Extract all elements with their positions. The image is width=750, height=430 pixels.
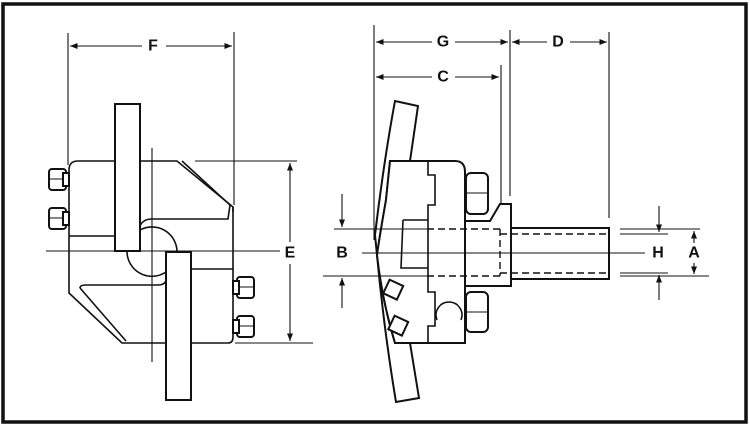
drawing-frame: [1, 2, 748, 424]
left-view: F: [46, 32, 313, 401]
pivot-arc-lower: [126, 250, 167, 278]
dimension-label-b: B: [336, 245, 348, 262]
nut-icon: [465, 172, 489, 215]
lower-jaw-inner: [79, 279, 167, 342]
clamp-jaw: [400, 219, 428, 269]
bolt-head-icon: [232, 276, 255, 299]
nut-icon: [465, 291, 489, 333]
upper-plate: [114, 103, 141, 252]
lower-plate: [165, 251, 192, 401]
dimension-label-f: F: [148, 38, 158, 55]
dimension-label-e: E: [285, 245, 296, 262]
dimension-label-d: D: [552, 34, 564, 51]
upper-jaw-inner: [139, 160, 231, 227]
flange: [464, 203, 512, 287]
bolt-head-icon: [232, 315, 255, 338]
lower-body-outline: [68, 207, 234, 344]
bolt-head-icon: [48, 168, 70, 191]
right-view: G D C: [323, 25, 709, 404]
gripper-square-lower: [386, 314, 410, 337]
dimension-label-g: G: [437, 34, 449, 51]
pivot-arc-upper: [139, 226, 178, 252]
gripper-square-upper: [381, 278, 405, 301]
upper-body-left: [68, 160, 115, 236]
dimension-label-a: A: [688, 245, 700, 262]
dimension-label-c: C: [437, 69, 449, 86]
pin-circle: [435, 301, 463, 321]
clamp-body: [375, 160, 466, 344]
clamp-split-line: [427, 161, 436, 343]
bolt-head-icon: [48, 207, 70, 230]
upper-body-top: [140, 160, 234, 212]
dimension-label-h: H: [652, 245, 664, 262]
